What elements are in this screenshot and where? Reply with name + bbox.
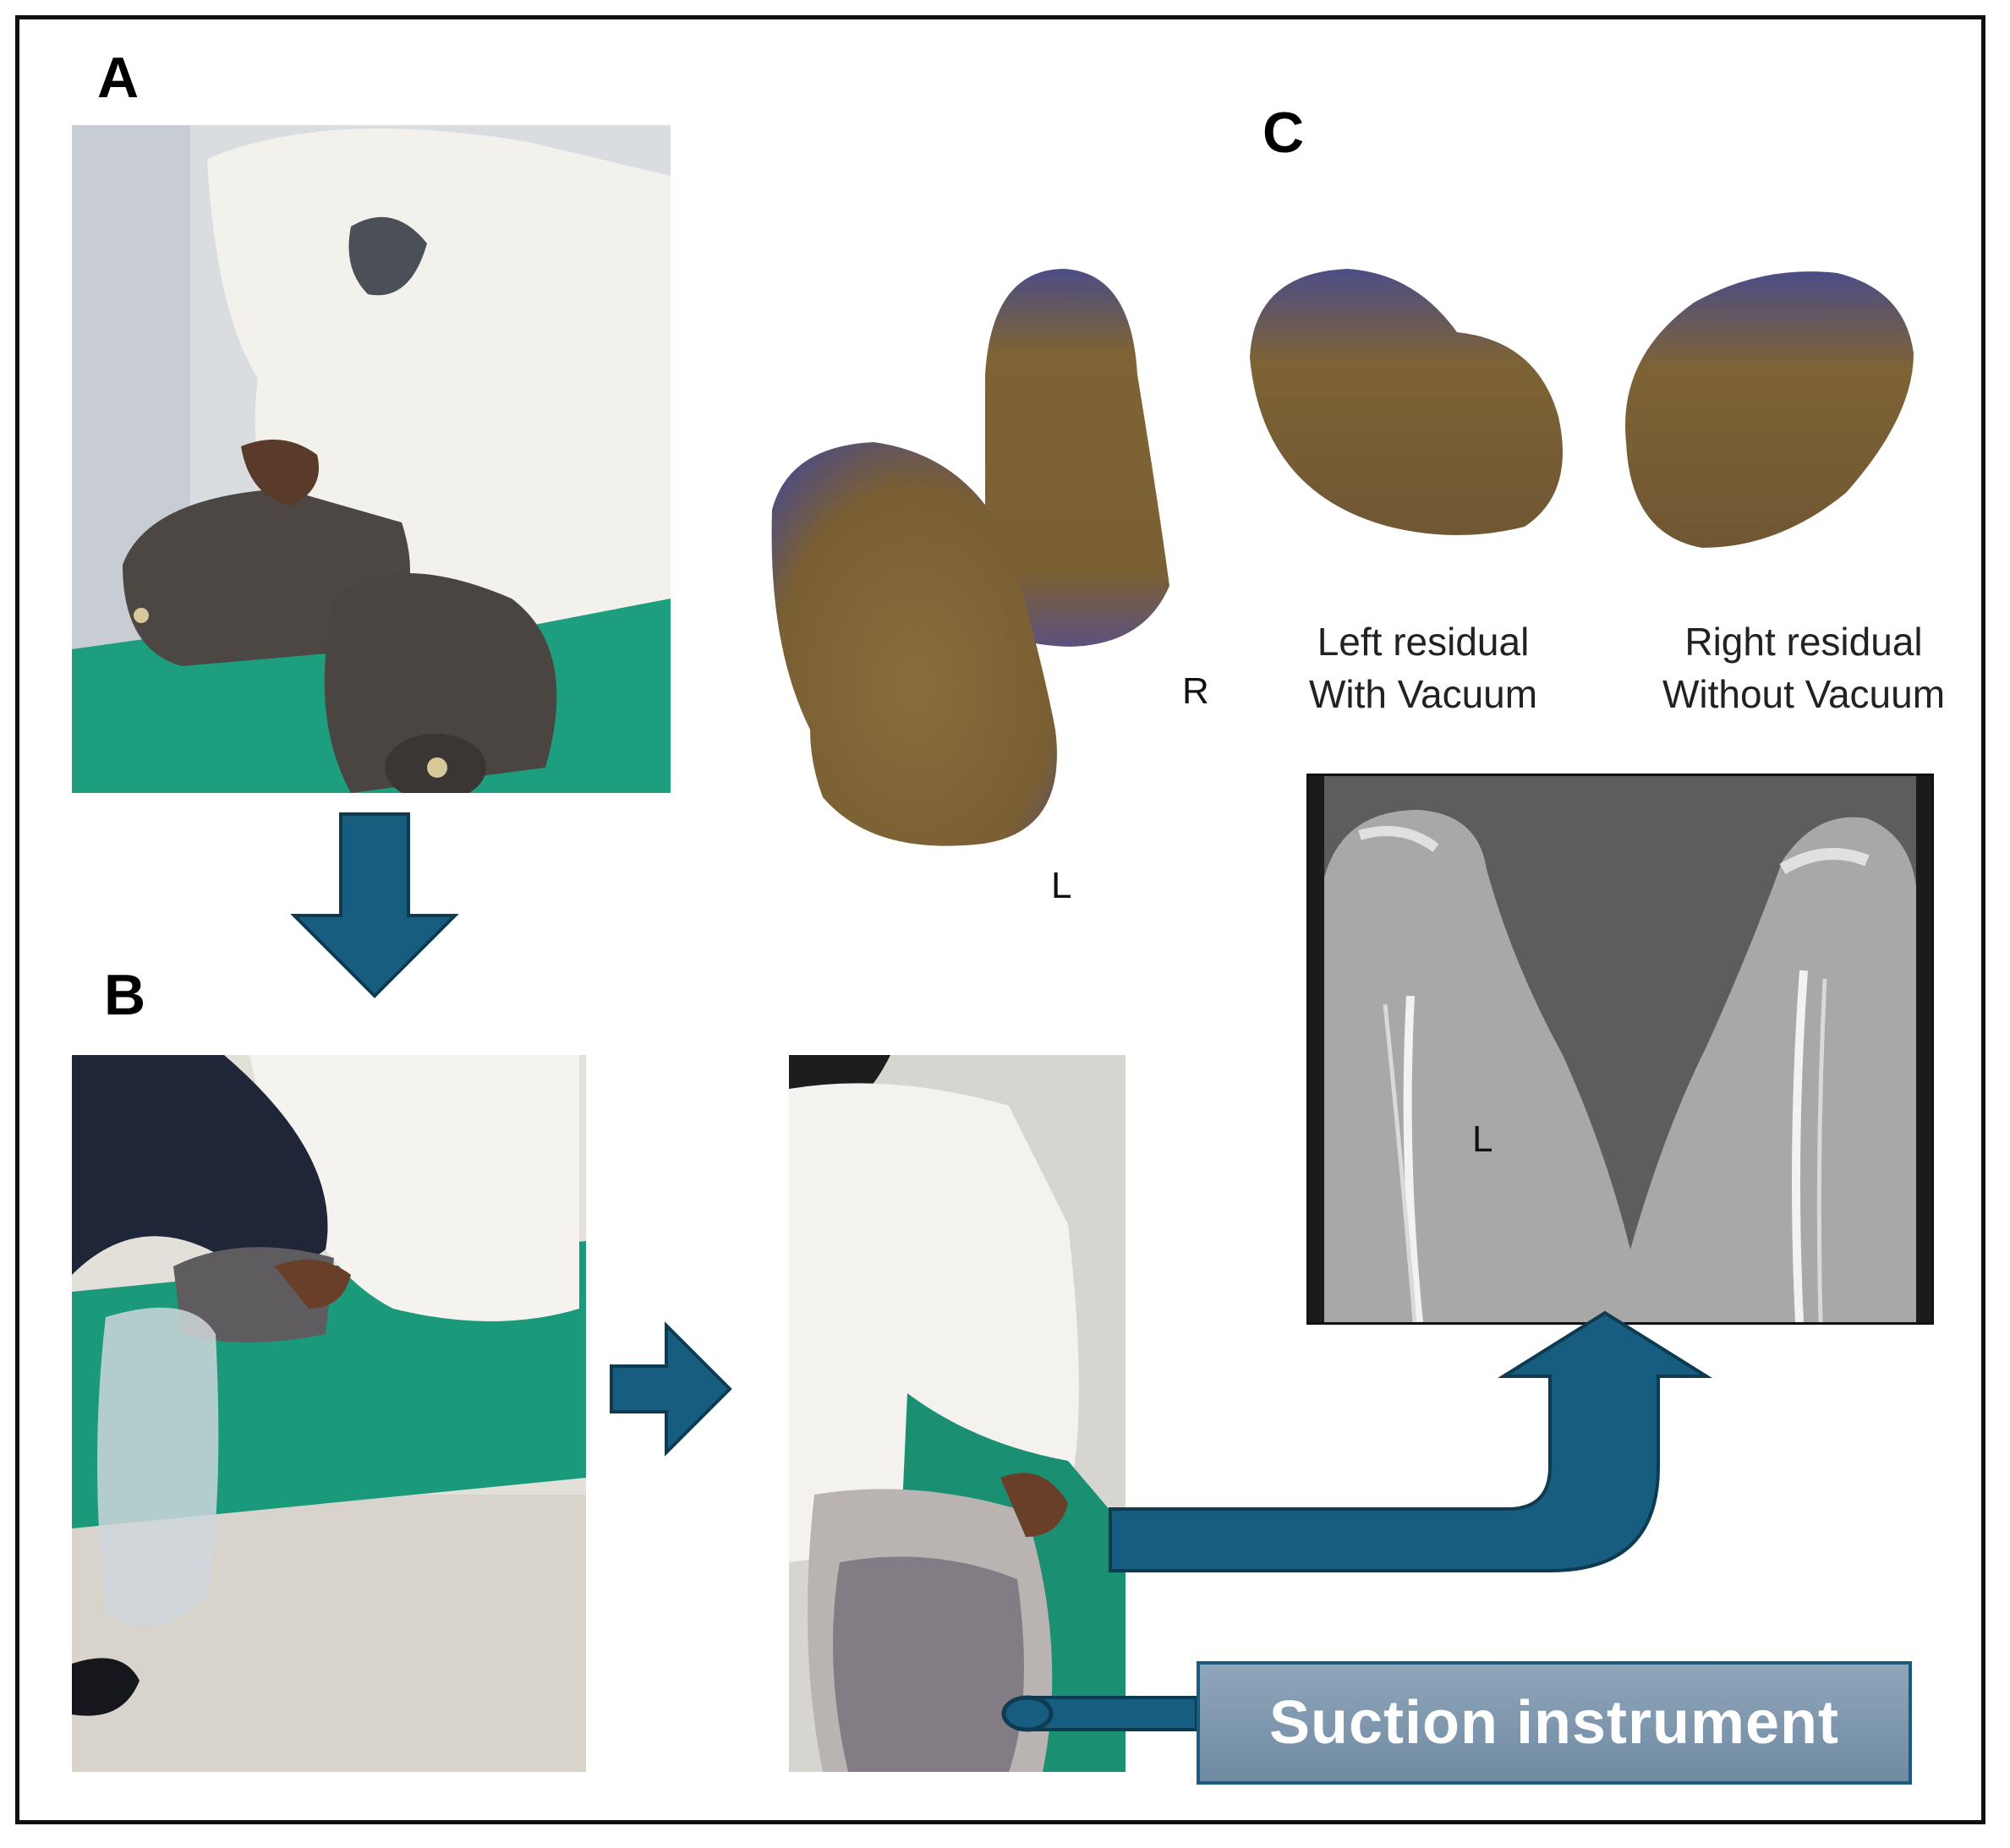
panel-label-b: B <box>104 963 146 1027</box>
model-right-residual-no-vacuum <box>1625 271 1914 548</box>
right-residual-line1: Right residual <box>1684 620 1923 664</box>
workflow-arrows <box>290 812 1712 1732</box>
panel-label-a: A <box>97 46 140 110</box>
suction-instrument-text: Suction instrument <box>1268 1689 1839 1757</box>
residual-limb-models <box>771 269 1914 846</box>
figure-frame: A B C <box>15 15 1985 1824</box>
model-right-limb-pair <box>985 269 1169 647</box>
model-left-residual-vacuum <box>1250 269 1563 535</box>
panel-label-c: C <box>1262 101 1305 165</box>
left-residual-line1: Left residual <box>1317 620 1530 664</box>
left-residual-caption: Left residual With Vacuum <box>1262 615 1584 720</box>
ct-scan-image <box>1306 774 1934 1325</box>
arrow-bent-b2-to-ct <box>1109 1310 1712 1572</box>
right-residual-caption: Right residual Without Vacuum <box>1639 615 1969 720</box>
plastic-wrapping-photo <box>72 1055 586 1772</box>
suction-instrument-label: Suction instrument <box>1197 1661 1912 1785</box>
pair-right-marker: R <box>1182 670 1209 712</box>
left-residual-line2: With Vacuum <box>1308 672 1538 717</box>
right-residual-line2: Without Vacuum <box>1662 672 1946 717</box>
arrow-right-b1-to-b2 <box>610 1321 732 1457</box>
patient-seated-photo <box>72 125 671 793</box>
vacuum-applied-photo <box>789 1055 1125 1772</box>
pair-left-marker: L <box>1051 865 1072 906</box>
suction-tube-end <box>1001 1695 1054 1732</box>
arrow-down-a-to-b <box>290 812 459 998</box>
model-left-limb-pair <box>771 442 1057 846</box>
ct-left-marker: L <box>1472 1118 1493 1160</box>
